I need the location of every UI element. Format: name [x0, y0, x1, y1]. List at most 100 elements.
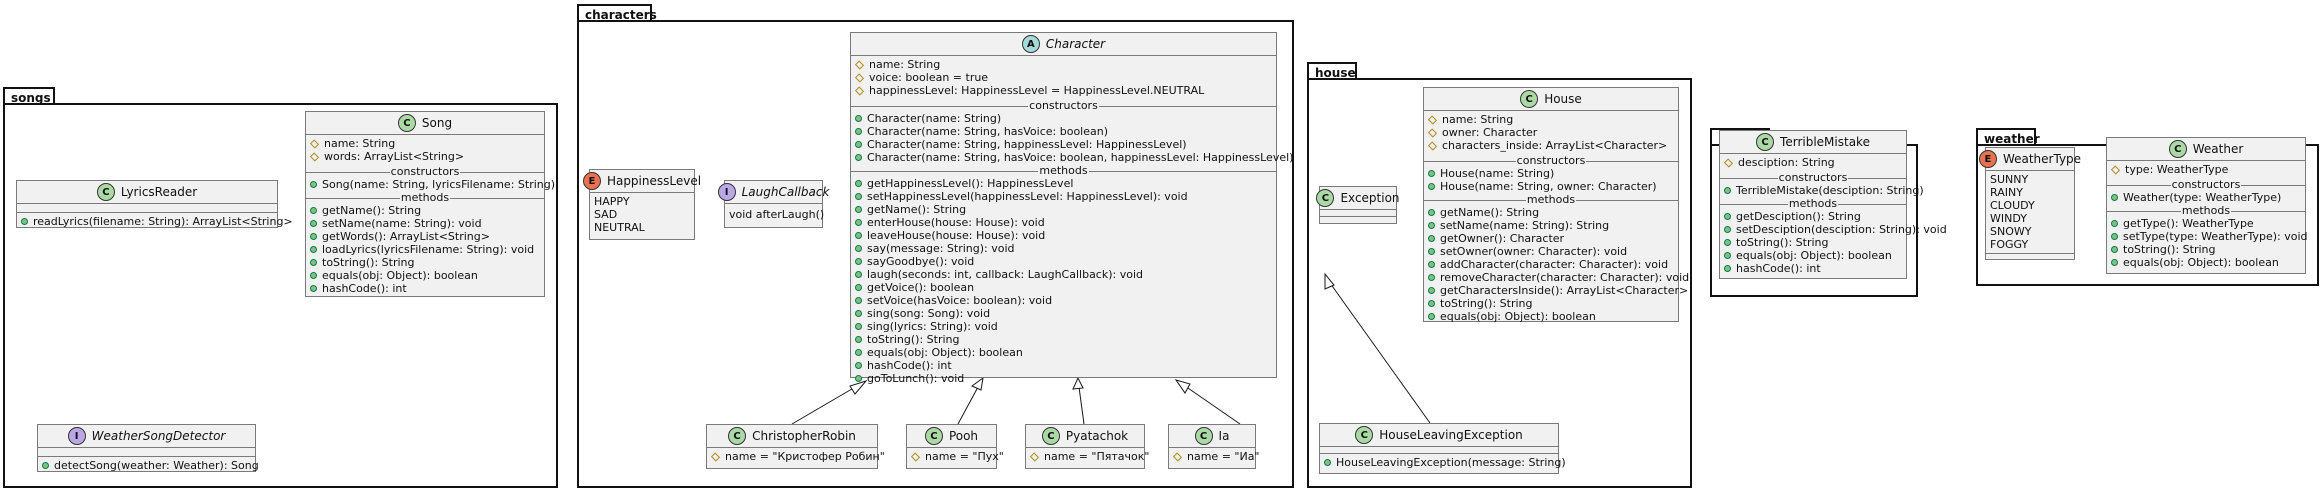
method-entry: leaveHouse(house: House): void — [855, 229, 1272, 242]
protected-icon — [309, 151, 320, 162]
protected-icon — [1427, 114, 1438, 125]
interface-stereotype-icon: I — [717, 183, 736, 201]
protected-icon — [1029, 451, 1040, 462]
public-icon — [310, 285, 317, 292]
class-house[interactable]: C House name: String owner: Character ch… — [1423, 87, 1689, 325]
fields-section — [38, 448, 255, 456]
class-stereotype-icon: C — [1316, 189, 1335, 207]
class-stereotype-icon: C — [397, 114, 416, 132]
methods-section: getName(): String setName(name: String):… — [1424, 206, 1689, 325]
method-entry: equals(obj: Object): boolean — [2111, 256, 2301, 269]
fields-section: name = "Пух" — [907, 448, 1004, 465]
method-entry: sing(lyrics: String): void — [855, 320, 1272, 333]
method-entry: setName(name: String): String — [1428, 219, 1674, 232]
class-house-leaving-exception[interactable]: C HouseLeavingException HouseLeavingExce… — [1319, 423, 1566, 474]
public-icon — [855, 206, 862, 213]
methods-section: detectSong(weather: Weather): Song — [38, 457, 259, 474]
class-song[interactable]: C Song name: String words: ArrayList<Str… — [305, 111, 555, 297]
class-header: A Character — [851, 33, 1276, 56]
protected-icon — [1427, 127, 1438, 138]
class-terrible-mistake[interactable]: C TerribleMistake desciption: String con… — [1719, 130, 1947, 279]
public-icon — [1428, 235, 1435, 242]
public-icon — [310, 207, 317, 214]
enum-value: HAPPY — [594, 195, 630, 208]
class-exception[interactable]: C Exception — [1316, 186, 1400, 224]
public-icon — [1428, 313, 1435, 320]
methods-divider: methods — [1720, 197, 1906, 210]
enum-value: SAD — [594, 208, 618, 221]
class-christopher-robin[interactable]: C ChristopherRobin name = "Кристофер Роб… — [706, 424, 885, 469]
class-header: I LaughCallback — [717, 181, 829, 204]
method-entry: getHappinessLevel(): HappinessLevel — [855, 177, 1272, 190]
public-icon — [855, 128, 862, 135]
public-icon — [310, 259, 317, 266]
public-icon — [310, 233, 317, 240]
class-pooh[interactable]: C Pooh name = "Пух" — [906, 424, 1004, 469]
class-stereotype-icon: C — [2168, 140, 2187, 158]
section-divider — [1986, 253, 2074, 254]
class-name: HouseLeavingException — [1379, 428, 1523, 442]
class-header: C Song — [306, 112, 544, 135]
class-name: Pyatachok — [1065, 429, 1129, 443]
public-icon — [1724, 187, 1731, 194]
class-ia[interactable]: C Ia name = "Иа" — [1168, 424, 1260, 469]
public-icon — [855, 310, 862, 317]
constructor-entry: House(name: String, owner: Character) — [1428, 180, 1674, 193]
enum-value: SNOWY — [1990, 225, 2032, 238]
public-icon — [855, 349, 862, 356]
methods-section: getName(): String setName(name: String):… — [306, 204, 544, 297]
protected-icon — [1723, 157, 1734, 168]
public-icon — [1724, 239, 1731, 246]
public-icon — [310, 181, 317, 188]
class-header: C House — [1424, 88, 1678, 111]
protected-icon — [854, 85, 865, 96]
constructors-divider: constructors — [1720, 171, 1906, 184]
class-name: Ia — [1218, 429, 1230, 443]
public-icon — [1724, 213, 1731, 220]
enum-weather-type[interactable]: E WeatherType SUNNY RAINY CLOUDY WINDY S… — [1978, 147, 2081, 260]
class-weather[interactable]: C Weather type: WeatherType constructors… — [2106, 137, 2308, 274]
public-icon — [855, 375, 862, 382]
class-header: C HouseLeavingException — [1320, 424, 1558, 447]
constructor-entry: Character(name: String, hasVoice: boolea… — [855, 151, 1293, 164]
constructors-section: HouseLeavingException(message: String) — [1320, 454, 1566, 471]
interface-weather-song-detector[interactable]: I WeatherSongDetector detectSong(weather… — [37, 424, 259, 474]
method-entry: toString(): String — [310, 256, 540, 269]
method-entry: getCharactersInside(): ArrayList<Charact… — [1428, 284, 1688, 297]
public-icon — [1428, 287, 1435, 294]
constructors-divider: constructors — [851, 99, 1276, 112]
field-entry: desciption: String — [1723, 156, 1902, 169]
abstract-class-character[interactable]: A Character name: String voice: boolean … — [850, 32, 1293, 385]
enum-stereotype-icon: E — [582, 172, 601, 190]
method-entry: getOwner(): Character — [1428, 232, 1674, 245]
method-entry: getName(): String — [310, 204, 540, 217]
public-icon — [855, 297, 862, 304]
fields-section: name: String words: ArrayList<String> — [306, 135, 544, 165]
public-icon — [855, 193, 862, 200]
interface-laugh-callback[interactable]: I LaughCallback void afterLaugh() — [717, 180, 829, 228]
class-header: E HappinessLevel — [582, 170, 701, 193]
enum-stereotype-icon: E — [1978, 150, 1997, 168]
methods-section: getHappinessLevel(): HappinessLevel setH… — [851, 177, 1276, 387]
class-header: C TerribleMistake — [1720, 131, 1906, 154]
constructor-entry: TerribleMistake(desciption: String) — [1724, 184, 1924, 197]
class-stereotype-icon: C — [1756, 133, 1775, 151]
class-name: Exception — [1340, 191, 1400, 205]
enum-happiness-level[interactable]: E HappinessLevel HAPPY SAD NEUTRAL — [582, 169, 701, 240]
extends-arrowhead-pyatachok — [1072, 376, 1084, 390]
field-entry: name = "Пух" — [910, 450, 1004, 463]
protected-icon — [1427, 140, 1438, 151]
class-header: I WeatherSongDetector — [38, 425, 255, 448]
protected-icon — [854, 72, 865, 83]
method-entry: hashCode(): int — [855, 359, 1272, 372]
section-divider — [17, 212, 277, 213]
class-pyatachok[interactable]: C Pyatachok name = "Пятачок" — [1025, 424, 1149, 469]
public-icon — [855, 336, 862, 343]
methods-divider: methods — [851, 164, 1276, 177]
fields-section: name = "Пятачок" — [1026, 448, 1149, 465]
public-icon — [42, 462, 49, 469]
class-lyrics-reader[interactable]: C LyricsReader readLyrics(filename: Stri… — [16, 180, 293, 228]
method-entry: detectSong(weather: Weather): Song — [42, 459, 259, 472]
method-entry: goToLunch(): void — [855, 372, 1272, 385]
